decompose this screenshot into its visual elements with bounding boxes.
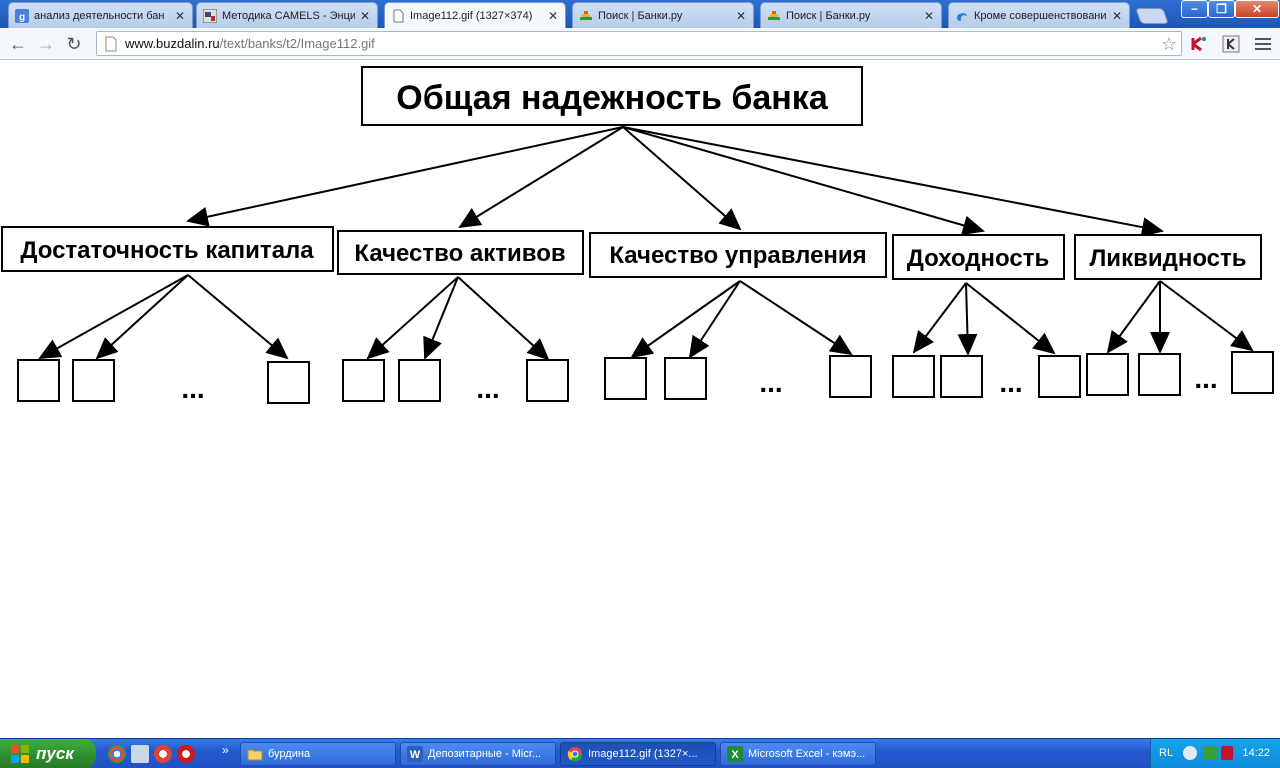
- tab-label: Поиск | Банки.ру: [598, 9, 683, 22]
- sub-arrows: [38, 274, 1254, 361]
- close-window-button[interactable]: ✕: [1235, 0, 1279, 18]
- start-label: пуск: [36, 744, 74, 763]
- close-icon[interactable]: ✕: [1111, 8, 1123, 23]
- url-path: /text/banks/t2/Image112.gif: [219, 36, 375, 51]
- close-icon[interactable]: ✕: [923, 8, 935, 23]
- menu-icon[interactable]: [1252, 33, 1274, 55]
- ellipsis: ...: [476, 373, 499, 404]
- tab-analysis[interactable]: g анализ деятельности бан ✕: [8, 2, 193, 28]
- forward-button[interactable]: →: [37, 33, 55, 54]
- taskbar-button-label: Microsoft Excel - кэмэ...: [748, 748, 866, 760]
- category-label: Качество активов: [354, 240, 565, 267]
- ellipsis: ...: [181, 373, 204, 404]
- taskbar-button-label: Депозитарные - Micr...: [428, 748, 542, 760]
- reload-button[interactable]: ↻: [66, 33, 82, 54]
- network-icon[interactable]: [131, 745, 149, 763]
- category-label: Качество управления: [609, 242, 866, 269]
- kaspersky-tray-icon[interactable]: [1221, 746, 1233, 760]
- root-node-label: Общая надежность банка: [396, 79, 829, 117]
- opera-alt-icon[interactable]: [154, 745, 172, 763]
- category-assets: Качество активов: [337, 230, 584, 275]
- tab-label: Кроме совершенствовани: [974, 9, 1107, 22]
- chrome-icon: [567, 747, 583, 762]
- tab-bankiru-2[interactable]: Поиск | Банки.ру ✕: [760, 2, 942, 28]
- tab-other[interactable]: Кроме совершенствовани ✕: [948, 2, 1130, 28]
- excel-icon: X: [727, 746, 743, 762]
- folder-icon: [247, 749, 263, 761]
- site-icon: [955, 9, 969, 23]
- bankiru-icon: [767, 9, 781, 23]
- url-text: www.buzdalin.ru/text/banks/t2/Image112.g…: [125, 36, 375, 51]
- tab-label: Поиск | Банки.ру: [786, 9, 871, 22]
- opera-icon[interactable]: [177, 745, 195, 763]
- category-profitability: Доходность: [892, 234, 1065, 280]
- root-arrows: [186, 126, 1164, 238]
- svg-text:g: g: [19, 12, 25, 23]
- tab-label: анализ деятельности бан: [34, 9, 165, 22]
- tray-arrow-icon[interactable]: [1183, 746, 1197, 760]
- extension-k-icon[interactable]: [1220, 33, 1242, 55]
- svg-text:X: X: [731, 749, 739, 761]
- taskbar-button-word[interactable]: W Депозитарные - Micr...: [400, 742, 556, 766]
- clock: 14:22: [1242, 747, 1270, 759]
- ellipsis: ...: [1194, 363, 1217, 394]
- ellipsis: ...: [759, 367, 782, 398]
- chrome-icon[interactable]: [108, 745, 126, 763]
- start-button[interactable]: пуск: [0, 739, 96, 768]
- svg-text:W: W: [410, 749, 421, 761]
- tab-label: Image112.gif (1327×374): [410, 10, 533, 22]
- indicator-boxes: [17, 351, 1274, 404]
- system-tray: RL 14:22: [1150, 739, 1280, 768]
- back-button[interactable]: ←: [9, 33, 27, 54]
- tab-image[interactable]: Image112.gif (1327×374) ✕: [384, 2, 566, 29]
- category-label: Ликвидность: [1089, 245, 1246, 272]
- tab-strip: g анализ деятельности бан ✕ Методика CAM…: [0, 0, 1280, 29]
- url-host: www.buzdalin.ru: [125, 36, 220, 51]
- language-indicator[interactable]: RL: [1159, 747, 1174, 759]
- page-content: Общая надежность банка Достаточность кап…: [0, 61, 1280, 738]
- restore-button[interactable]: ❐: [1208, 0, 1235, 18]
- bankiru-icon: [579, 9, 593, 23]
- diagram-image: Общая надежность банка Достаточность кап…: [1, 66, 1274, 404]
- tab-camels[interactable]: Методика CAMELS - Энцик ✕: [196, 2, 378, 28]
- close-icon[interactable]: ✕: [547, 9, 559, 23]
- quicklaunch-overflow[interactable]: »: [222, 743, 229, 757]
- tab-label: Методика CAMELS - Энцик: [222, 9, 355, 22]
- category-capital: Достаточность капитала: [1, 226, 334, 272]
- category-liquidity: Ликвидность: [1074, 234, 1262, 280]
- category-management: Качество управления: [589, 232, 887, 278]
- taskbar-button-chrome[interactable]: Image112.gif (1327×...: [560, 742, 716, 766]
- taskbar-button-label: Image112.gif (1327×...: [588, 748, 698, 760]
- taskbar-button-folder[interactable]: бурдина: [240, 742, 396, 766]
- taskbar-button-label: бурдина: [268, 748, 311, 760]
- new-tab-button[interactable]: [1135, 8, 1169, 24]
- word-icon: W: [407, 746, 423, 762]
- toolbar: ← → ↻ www.buzdalin.ru/text/banks/t2/Imag…: [0, 28, 1280, 60]
- minimize-button[interactable]: −: [1181, 0, 1208, 18]
- tray-app-icon[interactable]: [1203, 746, 1217, 760]
- tab-bankiru-1[interactable]: Поиск | Банки.ру ✕: [572, 2, 754, 28]
- ellipsis: ...: [999, 367, 1022, 398]
- taskbar: пуск » бурдина W Депозитарные - Micr... …: [0, 738, 1280, 768]
- windows-flag-icon: [11, 745, 29, 763]
- root-node: Общая надежность банка: [361, 66, 863, 126]
- close-icon[interactable]: ✕: [359, 8, 371, 23]
- bookmark-star-icon[interactable]: ☆: [1160, 34, 1177, 54]
- page-icon: [391, 9, 405, 23]
- close-icon[interactable]: ✕: [735, 8, 747, 23]
- address-bar[interactable]: www.buzdalin.ru/text/banks/t2/Image112.g…: [96, 31, 1182, 56]
- category-label: Достаточность капитала: [20, 237, 314, 264]
- taskbar-button-excel[interactable]: X Microsoft Excel - кэмэ...: [720, 742, 876, 766]
- wiki-icon: [203, 8, 217, 23]
- page-icon: [105, 36, 117, 51]
- category-label: Доходность: [907, 245, 1049, 272]
- google-icon: g: [15, 8, 29, 23]
- close-icon[interactable]: ✕: [174, 8, 186, 23]
- kaspersky-icon[interactable]: [1188, 33, 1210, 55]
